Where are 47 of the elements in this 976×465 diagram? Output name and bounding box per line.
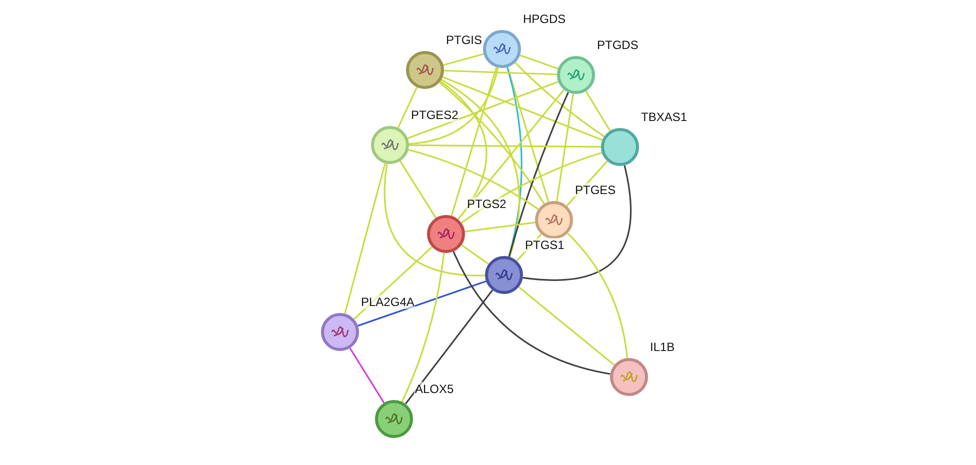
protein-label: PTGDS <box>596 38 640 52</box>
protein-label: PLA2G4A <box>360 295 416 309</box>
interaction-line <box>397 86 418 128</box>
interaction-line <box>520 54 558 70</box>
interaction-line <box>518 286 615 366</box>
interaction-line <box>349 348 385 404</box>
interaction-line <box>408 80 558 140</box>
interaction-line <box>522 165 632 281</box>
protein-label: PTGES <box>574 183 617 197</box>
interaction-line <box>516 234 542 262</box>
interaction-line <box>440 78 520 258</box>
interaction-line <box>443 53 484 66</box>
protein-label: PTGS1 <box>524 238 566 252</box>
interaction-line <box>450 66 498 216</box>
protein-label: ALOX5 <box>414 382 455 396</box>
protein-label: PTGES2 <box>410 108 460 122</box>
interaction-line <box>404 290 494 404</box>
interaction-line <box>461 244 489 265</box>
interaction-line <box>358 280 486 327</box>
interaction-line <box>514 62 605 138</box>
interaction-line <box>439 82 545 204</box>
interaction-line <box>567 232 628 358</box>
interaction-line <box>344 163 386 314</box>
protein-label: IL1B <box>649 340 676 354</box>
interaction-line <box>401 252 445 402</box>
interaction-line <box>409 144 601 148</box>
interaction-line <box>566 160 608 206</box>
interaction-line <box>408 148 539 210</box>
interaction-line <box>508 92 569 257</box>
protein-label: PTGS2 <box>466 197 508 211</box>
interaction-line <box>506 66 550 202</box>
interaction-line <box>408 67 499 145</box>
interaction-line <box>399 160 437 218</box>
interaction-line <box>464 222 536 232</box>
protein-label: PTGIS <box>445 33 484 47</box>
protein-label: TBXAS1 <box>640 110 688 124</box>
interaction-line <box>442 76 603 141</box>
interaction-line <box>506 67 522 257</box>
interaction-line <box>353 246 433 320</box>
protein-label: HPGDS <box>522 12 567 26</box>
interaction-line <box>457 89 565 220</box>
interaction-line <box>444 70 558 76</box>
interaction-line <box>460 152 602 224</box>
interaction-line <box>384 164 486 276</box>
interaction-line <box>556 94 574 202</box>
interaction-line <box>585 90 611 132</box>
interaction-line <box>452 251 610 375</box>
